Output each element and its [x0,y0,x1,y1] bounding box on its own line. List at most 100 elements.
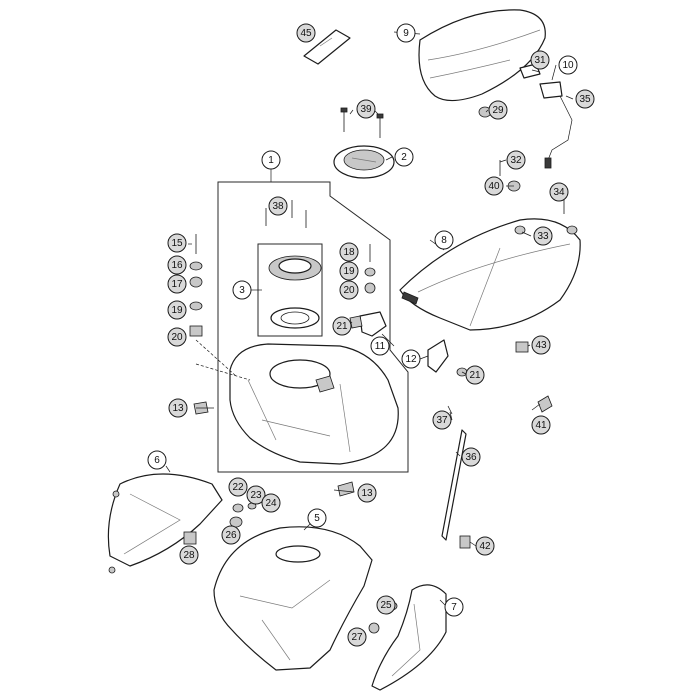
callout-19: 19 [167,300,187,320]
callout-15: 15 [167,233,187,253]
callout-20: 20 [167,327,187,347]
callout-number: 1 [268,155,274,166]
callout-24: 24 [261,493,281,513]
callout-circle [575,89,595,109]
callout-number: 29 [492,105,504,116]
callout-circle [484,176,504,196]
callout-number: 25 [380,600,392,611]
callout-circle [356,99,376,119]
callout-number: 8 [441,235,447,246]
callout-8: 8 [434,230,454,250]
left-fastener-column [189,234,203,337]
part-42-clip [459,535,471,549]
pump-subgroup-frame [257,243,323,337]
callout-43: 43 [531,335,551,355]
callout-circle [228,477,248,497]
callout-circle [461,447,481,467]
part-45-tag [303,29,351,65]
callout-32: 32 [506,150,526,170]
part-10-seat-lock [519,63,573,169]
callout-circle [261,493,281,513]
part-39-screws [340,107,384,138]
callout-number: 28 [183,550,195,561]
callout-circle [396,23,416,43]
callout-circle [475,536,495,556]
callout-39: 39 [356,99,376,119]
callout-number: 21 [336,321,348,332]
callout-6: 6 [147,450,167,470]
callout-circle [394,147,414,167]
callout-circle [261,150,281,170]
callout-37: 37 [432,410,452,430]
callout-number: 20 [343,285,355,296]
callout-number: 35 [579,94,591,105]
callout-circle [376,595,396,615]
callout-circle [332,316,352,336]
callout-number: 2 [401,152,407,163]
callout-16: 16 [167,255,187,275]
callout-circle [179,545,199,565]
callout-number: 20 [171,332,183,343]
callout-number: 42 [479,541,491,552]
part-9-pillion-seat [418,9,546,102]
callout-2: 2 [394,147,414,167]
callout-number: 45 [300,28,312,39]
callout-circle [465,365,485,385]
callout-circle [168,398,188,418]
callout-25: 25 [376,595,396,615]
callout-circle [232,280,252,300]
callout-number: 15 [171,238,183,249]
callout-number: 40 [488,181,500,192]
callout-7: 7 [444,597,464,617]
part-36-hose [441,405,467,541]
callout-1: 1 [261,150,281,170]
callout-circle [167,327,187,347]
part-38-screws [265,200,307,228]
callout-33: 33 [533,226,553,246]
callout-19: 19 [339,261,359,281]
callout-3: 3 [232,280,252,300]
callout-circle [434,230,454,250]
callout-number: 10 [562,60,574,71]
callout-number: 39 [360,104,372,115]
callout-circle [339,261,359,281]
callout-number: 22 [232,482,244,493]
callout-circle [558,55,578,75]
callout-number: 36 [465,452,477,463]
callout-circle [444,597,464,617]
callout-13: 13 [357,483,377,503]
callout-28: 28 [179,545,199,565]
callout-21: 21 [465,365,485,385]
callout-42: 42 [475,536,495,556]
callout-circle [530,50,550,70]
callout-31: 31 [530,50,550,70]
callout-number: 38 [272,201,284,212]
callout-circle [370,336,390,356]
part-13-clip-lower [337,481,355,497]
callout-circle [167,300,187,320]
callout-34: 34 [549,182,569,202]
callout-number: 19 [343,266,355,277]
center-fastener-column [364,244,376,294]
callout-13: 13 [168,398,188,418]
callout-number: 9 [403,28,409,39]
callout-number: 26 [225,530,237,541]
callout-circle [401,349,421,369]
part-11-bracket [359,311,387,337]
part-6-left-side-panel [107,473,223,574]
part-1-fuel-tank [229,343,399,465]
callout-23: 23 [246,485,266,505]
tank-assembly-frame [217,181,409,473]
callout-circle [531,415,551,435]
callout-5: 5 [307,508,327,528]
part-7-right-side-panel [371,584,447,691]
callout-20: 20 [339,280,359,300]
part-12-bracket [427,339,449,373]
callout-10: 10 [558,55,578,75]
callout-number: 19 [171,305,183,316]
part-5-tank-cover [213,526,373,671]
callout-number: 21 [469,370,481,381]
callout-circle [167,233,187,253]
callout-26: 26 [221,525,241,545]
